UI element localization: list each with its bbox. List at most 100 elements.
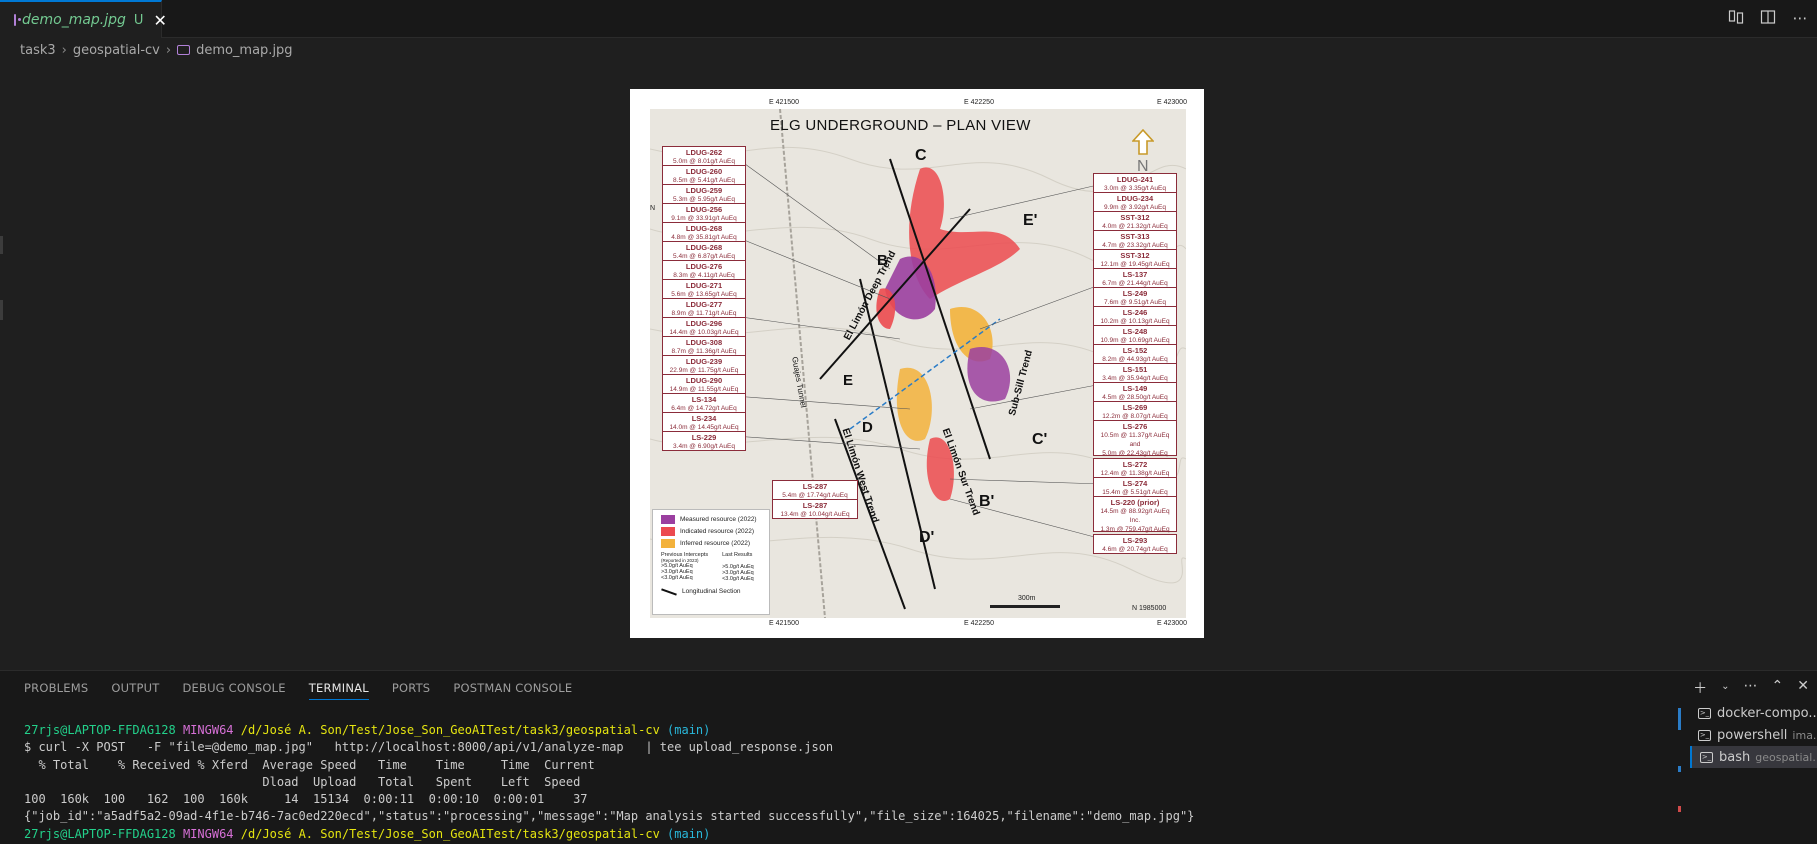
legend-grade: >3.0g/t AuEq	[722, 570, 754, 576]
legend-grade: <3.0g/t AuEq	[661, 575, 693, 581]
tab-label: demo_map.jpg	[22, 12, 126, 28]
terminal-item-label: bash	[1719, 749, 1751, 765]
terminal-line: 27rjs@LAPTOP-FFDAG128 MINGW64 /d/José A.…	[24, 826, 711, 841]
breadcrumb-geospatial-cv[interactable]: geospatial-cv	[72, 42, 160, 58]
coord-label: N	[650, 205, 656, 212]
terminal-list: >_ docker-compo... >_ powershell ima... …	[1690, 702, 1817, 768]
more-actions-icon[interactable]: ⋯	[1743, 678, 1758, 694]
untracked-badge: U	[133, 12, 144, 28]
section-label-b: B	[877, 252, 888, 269]
new-terminal-icon[interactable]: ＋	[1693, 681, 1708, 697]
chevron-down-icon[interactable]: ⌄	[1721, 681, 1730, 692]
tab-demo-map[interactable]: demo_map.jpg U ✕	[0, 0, 167, 38]
legend-grade: <3.0g/t AuEq	[722, 576, 754, 582]
close-panel-icon[interactable]: ✕	[1797, 678, 1809, 694]
scale-bar	[990, 605, 1060, 608]
terminal-line: {"job_id":"a5adf5a2-09ad-4f1e-b746-7ac0e…	[24, 809, 1195, 824]
compare-changes-icon[interactable]	[1727, 9, 1745, 27]
coord-label: E 422250	[964, 99, 994, 106]
image-file-icon	[177, 45, 191, 55]
tab-ports[interactable]: PORTS	[391, 681, 431, 695]
chevron-right-icon: ›	[61, 42, 67, 58]
terminal-item-sub: geospatial...	[1755, 750, 1817, 764]
section-label-b-prime: B'	[979, 493, 995, 510]
breadcrumb-file[interactable]: demo_map.jpg	[196, 42, 293, 58]
section-label-c: C	[915, 147, 927, 164]
coord-label: E 421500	[769, 620, 799, 627]
legend-prev-title: Previous Intercepts	[661, 552, 709, 558]
tab-problems[interactable]: PROBLEMS	[24, 681, 89, 695]
terminal-item-label: powershell	[1717, 727, 1788, 743]
terminal-item-powershell[interactable]: >_ powershell ima...	[1690, 724, 1817, 746]
legend-grade: >3.0g/t AuEq	[661, 569, 693, 575]
terminal-item-bash[interactable]: >_ bash geospatial...	[1690, 746, 1817, 768]
terminal-command: $ curl -X POST -F "file=@demo_map.jpg" h…	[24, 740, 834, 755]
gutter-marker	[0, 300, 3, 320]
terminal-item-label: docker-compo...	[1717, 705, 1817, 721]
map-legend: Measured resource (2022) Indicated resou…	[652, 509, 770, 615]
coord-label: E 422250	[964, 620, 994, 627]
terminal-output[interactable]: 27rjs@LAPTOP-FFDAG128 MINGW64 /d/José A.…	[24, 722, 1664, 843]
coord-label: N 1985000	[1132, 605, 1167, 612]
section-label-c-prime: C'	[1032, 431, 1048, 448]
map-image: ELG UNDERGROUND – PLAN VIEW N N LDUG-262…	[650, 109, 1186, 618]
tab-postman-console[interactable]: POSTMAN CONSOLE	[453, 681, 573, 695]
terminal-line: % Total % Received % Xferd Average Speed…	[24, 757, 595, 772]
close-icon[interactable]: ✕	[153, 10, 167, 30]
image-file-icon	[14, 14, 21, 26]
more-actions-icon[interactable]: ⋯	[1792, 9, 1808, 27]
terminal-scroll-markers	[1678, 708, 1681, 812]
split-editor-icon[interactable]	[1759, 9, 1777, 27]
legend-measured: Measured resource (2022)	[680, 516, 757, 523]
terminal-line: 100 160k 100 162 100 160k 14 15134 0:00:…	[24, 792, 588, 807]
section-label-e-prime: E'	[1023, 212, 1038, 229]
legend-section: Longitudinal Section	[682, 588, 741, 595]
tab-output[interactable]: OUTPUT	[111, 681, 160, 695]
section-label-e: E	[843, 372, 854, 389]
terminal-item-docker[interactable]: >_ docker-compo...	[1690, 702, 1817, 724]
terminal-line: 27rjs@LAPTOP-FFDAG128 MINGW64 /d/José A.…	[24, 723, 711, 737]
terminal-icon: >_	[1698, 707, 1711, 719]
terminal-item-sub: ima...	[1792, 728, 1817, 742]
map-title: ELG UNDERGROUND – PLAN VIEW	[770, 117, 1031, 134]
legend-inferred: Inferred resource (2022)	[680, 540, 751, 547]
chevron-right-icon: ›	[165, 42, 172, 58]
breadcrumb-task3[interactable]: task3	[20, 42, 56, 58]
section-label-d-prime: D'	[919, 529, 935, 546]
maximize-panel-icon[interactable]: ⌃	[1771, 678, 1784, 694]
gutter-marker	[0, 236, 3, 254]
tab-terminal[interactable]: TERMINAL	[308, 680, 369, 700]
section-label-d: D	[862, 419, 873, 436]
editor-tab-bar: demo_map.jpg U ✕ ⋯	[0, 0, 1817, 38]
legend-swatch	[661, 539, 675, 548]
breadcrumb: task3 › geospatial-cv › demo_map.jpg	[20, 39, 293, 61]
tab-debug-console[interactable]: DEBUG CONSOLE	[182, 681, 286, 695]
scale-label: 300m	[1018, 595, 1036, 602]
